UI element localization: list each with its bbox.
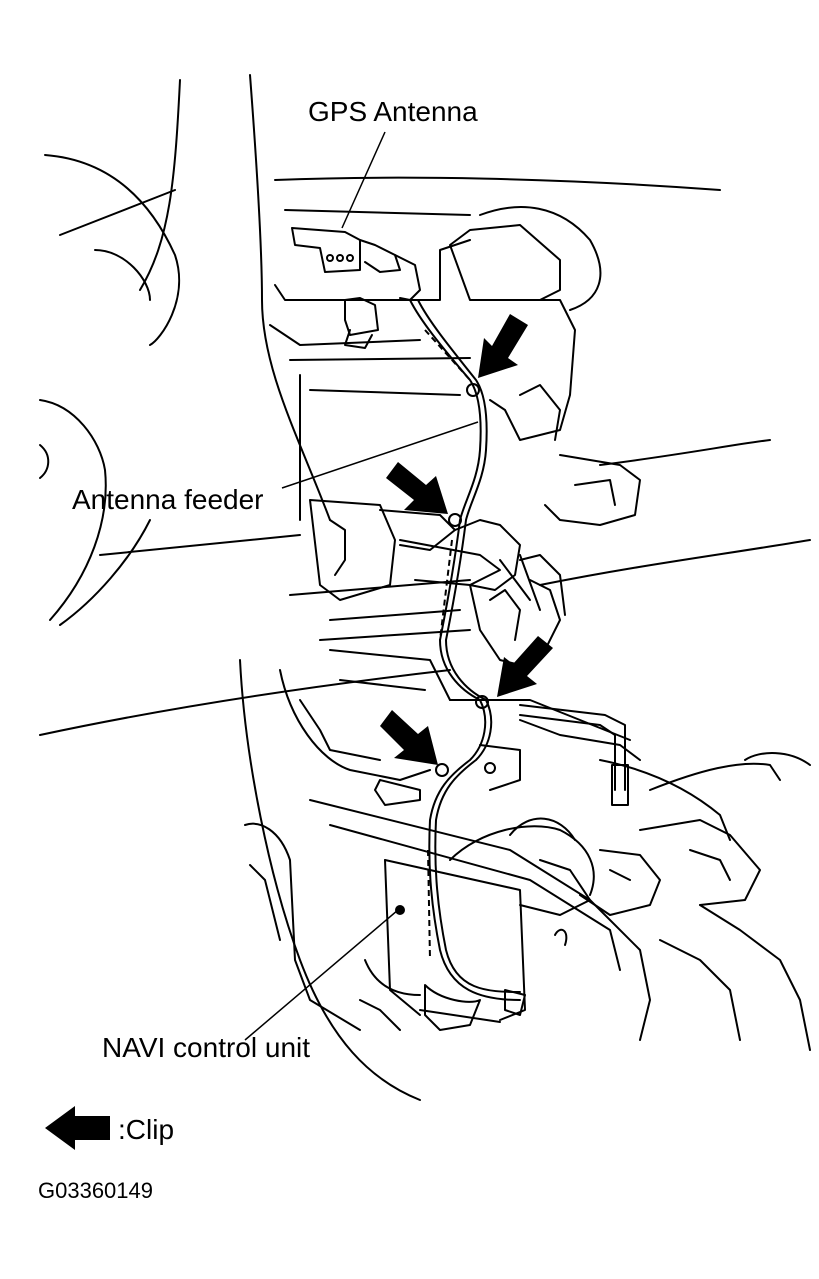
clip-legend-label: :Clip: [118, 1114, 175, 1145]
figure-code: G03360149: [38, 1178, 153, 1203]
hidden-cable-dashes: [424, 329, 471, 961]
arrow-left-icon: [45, 1106, 110, 1150]
dashboard-line-art: [39, 74, 811, 1101]
antenna-feeder-label: Antenna feeder: [72, 484, 264, 515]
clip-arrow-4: [380, 710, 438, 765]
clip-arrow-3: [497, 636, 553, 697]
gps-antenna-label: GPS Antenna: [308, 96, 478, 127]
leader-gps-antenna: [341, 131, 386, 229]
clip-arrow-1: [478, 314, 528, 378]
leader-navi-control-unit: [244, 909, 399, 1041]
leader-lines: [244, 131, 479, 1041]
clip-arrows: [380, 314, 553, 765]
leader-antenna-feeder: [281, 421, 479, 489]
navi-control-unit-label: NAVI control unit: [102, 1032, 311, 1063]
clip-arrow-2: [386, 462, 448, 514]
